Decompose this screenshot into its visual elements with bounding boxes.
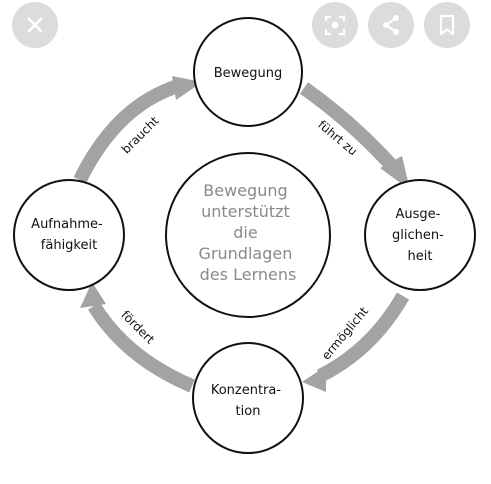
node-bottom-label: Konzentra- tion: [211, 383, 285, 419]
close-icon: [27, 17, 43, 33]
node-right-label: Ausge- glichen- heit: [392, 207, 448, 264]
node-left-circle: [13, 179, 125, 291]
bookmark-icon: [439, 14, 455, 36]
lens-icon: [324, 15, 346, 36]
center-label: Bewegung unterstützt die Grundlagen des …: [199, 181, 298, 284]
bookmark-button[interactable]: [424, 2, 470, 48]
node-left-label: Aufnahme- fähigkeit: [31, 217, 107, 253]
node-top-circle: [193, 17, 303, 127]
arrow-top-right: [299, 82, 410, 190]
arrow-right-bottom: [302, 292, 410, 392]
lens-button[interactable]: [312, 2, 358, 48]
arrow-bottom-left: [80, 282, 195, 393]
share-button[interactable]: [368, 2, 414, 48]
node-bottom-circle: [192, 342, 304, 454]
share-icon: [383, 15, 399, 35]
node-top-label: Bewegung: [214, 66, 283, 81]
center-circle: [165, 152, 331, 318]
node-right-circle: [364, 179, 476, 291]
close-button[interactable]: [12, 2, 58, 48]
